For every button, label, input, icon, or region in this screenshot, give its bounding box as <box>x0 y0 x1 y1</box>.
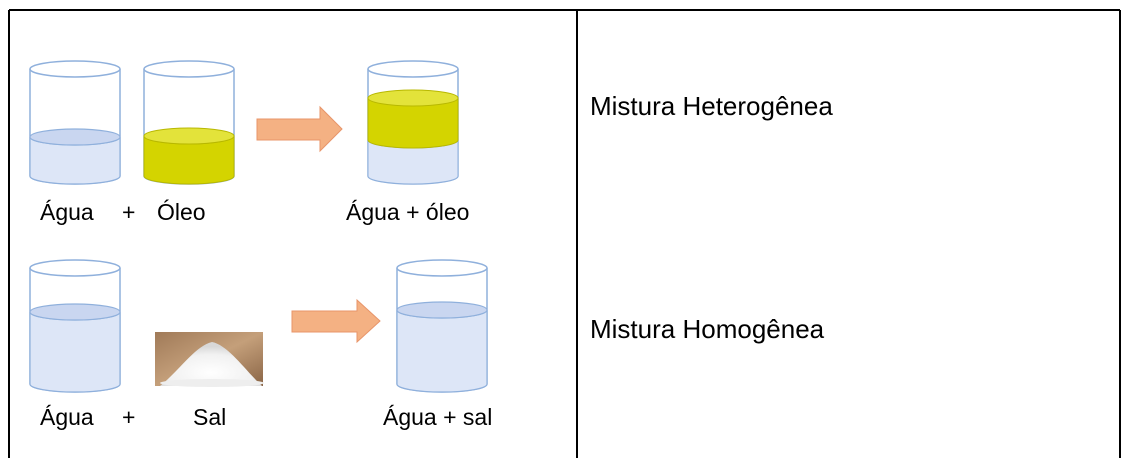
label-salt: Sal <box>193 404 227 430</box>
label-water-2: Água <box>40 404 94 430</box>
beaker-water-2 <box>29 259 121 393</box>
label-plus-1: + <box>122 199 136 225</box>
classification-heterogeneous: Mistura Heterogênea <box>590 91 833 121</box>
label-oil: Óleo <box>157 199 206 225</box>
label-water-1: Água <box>40 199 94 225</box>
label-water-salt-result: Água + sal <box>383 404 493 430</box>
table-border <box>8 9 1121 458</box>
salt-pile-image <box>155 332 264 387</box>
beaker-water-salt-result <box>396 259 488 393</box>
beaker-oil <box>143 60 235 185</box>
beaker-water-1 <box>29 60 121 185</box>
arrow-1 <box>256 105 343 153</box>
arrow-2 <box>291 298 381 344</box>
label-plus-2: + <box>122 404 136 430</box>
classification-homogeneous: Mistura Homogênea <box>590 314 825 344</box>
beaker-water-oil-result <box>367 60 459 185</box>
label-water-oil-result: Água + óleo <box>346 199 470 225</box>
